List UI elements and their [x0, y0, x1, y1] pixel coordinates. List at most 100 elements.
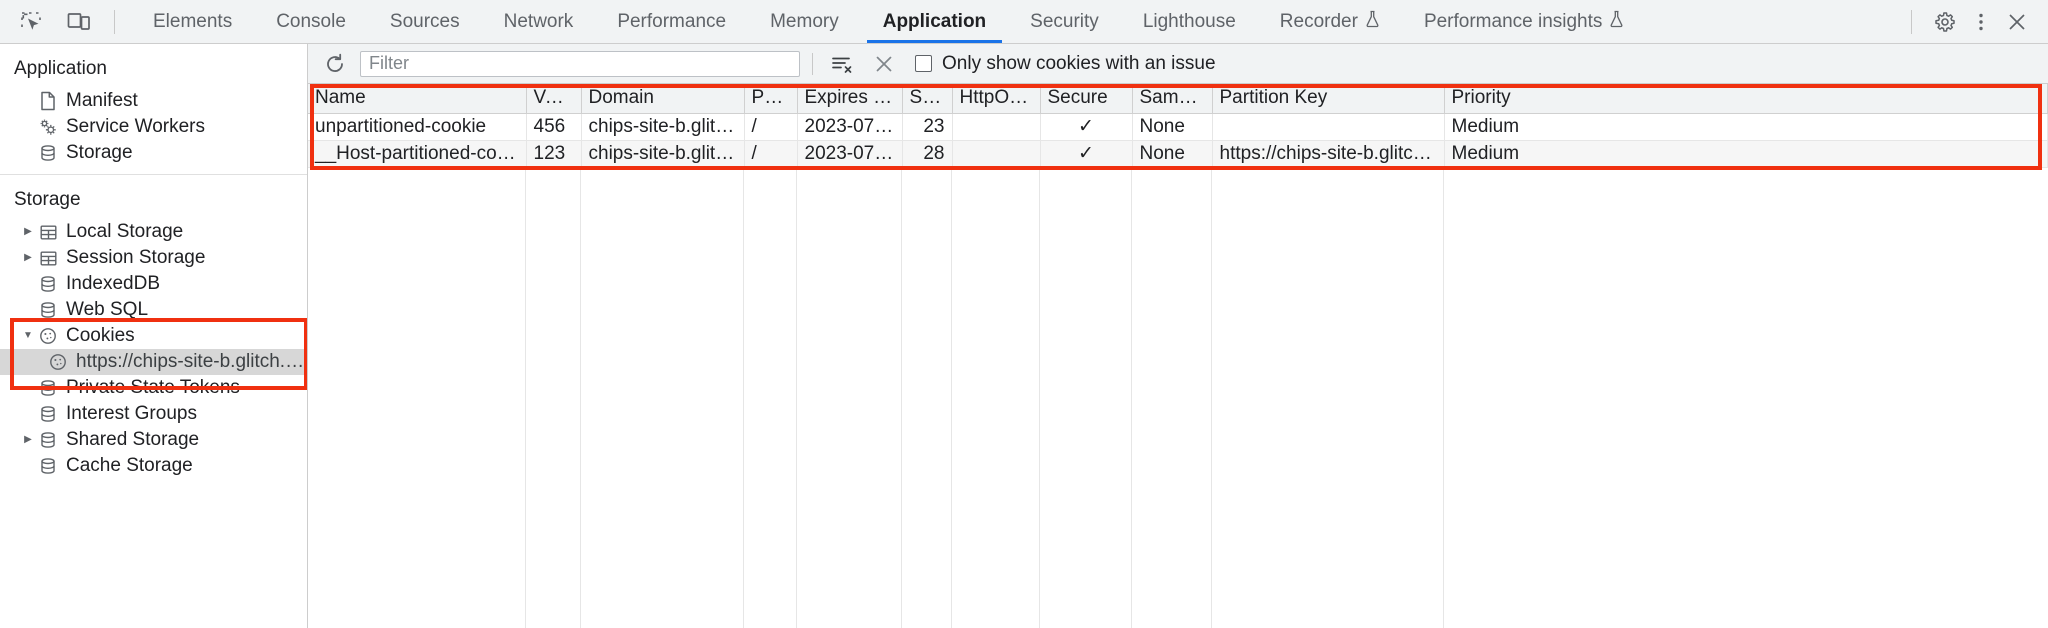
tab-label: Sources: [389, 10, 460, 32]
cell-priority: Medium: [1444, 140, 2048, 168]
cell-domain: chips-site-b.glitch.me: [581, 113, 745, 141]
database-icon: [36, 456, 60, 476]
tab-console[interactable]: Console: [254, 0, 368, 43]
application-sidebar: Application ▶ Manifest ▶: [0, 44, 308, 628]
sidebar-item-label: Cookies: [66, 325, 135, 346]
devtools-body: Application ▶ Manifest ▶: [0, 44, 2048, 628]
sidebar-item-service-workers[interactable]: ▶ Service Workers: [0, 114, 307, 140]
tab-network[interactable]: Network: [482, 0, 596, 43]
sidebar-item-session-storage[interactable]: ▶ Session Storage: [0, 245, 307, 271]
sidebar-item-label: Manifest: [66, 90, 138, 111]
column-header-value[interactable]: Value: [526, 84, 582, 114]
only-issues-checkbox[interactable]: [915, 55, 932, 72]
tab-elements[interactable]: Elements: [131, 0, 254, 43]
tabbar-left-icons: [0, 0, 131, 43]
tab-recorder[interactable]: Recorder: [1258, 0, 1402, 43]
cell-secure: ✓: [1040, 113, 1133, 141]
column-header-size[interactable]: Size: [902, 84, 953, 114]
device-toolbar-icon[interactable]: [62, 5, 96, 39]
sidebar-item-storage[interactable]: ▶ Storage: [0, 140, 307, 166]
main-tab-strip: Elements Console Sources Network Perform…: [131, 0, 1646, 43]
sidebar-item-label: Storage: [66, 142, 133, 163]
sidebar-item-cookie-origin[interactable]: https://chips-site-b.glitch.me: [0, 349, 307, 375]
sidebar-item-private-state-tokens[interactable]: ▶ Private State Tokens: [0, 375, 307, 401]
sidebar-item-interest-groups[interactable]: ▶ Interest Groups: [0, 401, 307, 427]
tab-application[interactable]: Application: [861, 0, 1008, 43]
cell-name: unpartitioned-cookie: [308, 113, 527, 141]
column-header-expires[interactable]: Expires / M…: [797, 84, 903, 114]
grid-column-divider: [1040, 169, 1132, 628]
tab-security[interactable]: Security: [1008, 0, 1121, 43]
cell-priority: Medium: [1444, 113, 2048, 141]
column-header-priority[interactable]: Priority: [1444, 84, 2048, 114]
tab-memory[interactable]: Memory: [748, 0, 861, 43]
manifest-document-icon: [36, 91, 60, 111]
column-header-secure[interactable]: Secure: [1040, 84, 1133, 114]
column-header-domain[interactable]: Domain: [581, 84, 745, 114]
tabbar-divider: [114, 9, 115, 34]
refresh-icon[interactable]: [318, 47, 352, 81]
grid-column-divider: [797, 169, 902, 628]
cookie-icon: [36, 326, 60, 346]
column-header-httponly[interactable]: HttpOnly: [952, 84, 1041, 114]
tab-performance[interactable]: Performance: [595, 0, 748, 43]
tabbar-divider-right: [1911, 9, 1912, 34]
sidebar-item-manifest[interactable]: ▶ Manifest: [0, 88, 307, 114]
table-row[interactable]: __Host-partitioned-cookie 123 chips-site…: [308, 140, 2048, 168]
chevron-right-icon[interactable]: ▶: [24, 252, 32, 263]
cell-partition-key: [1212, 113, 1445, 141]
grid-column-divider: [526, 169, 581, 628]
database-icon: [36, 430, 60, 450]
filter-input[interactable]: Filter: [360, 50, 800, 77]
cell-expires: 2023-07-07…: [797, 140, 903, 168]
inspect-element-icon[interactable]: [14, 5, 48, 39]
sidebar-section-title: Storage: [14, 189, 81, 210]
cell-path: /: [744, 113, 798, 141]
tabbar-right-icons: [1901, 0, 2048, 43]
tab-label: Lighthouse: [1142, 10, 1236, 32]
sidebar-item-label: IndexedDB: [66, 273, 161, 294]
only-issues-checkbox-wrapper[interactable]: Only show cookies with an issue: [915, 53, 1216, 75]
grid-column-divider: [952, 169, 1040, 628]
grid-header-row: Name Value Domain Path Expires / M… Size…: [308, 84, 2048, 114]
close-icon[interactable]: [2000, 5, 2034, 39]
sidebar-item-shared-storage[interactable]: ▶ Shared Storage: [0, 427, 307, 453]
chevron-right-icon[interactable]: ▶: [24, 226, 32, 237]
tab-label: Memory: [770, 10, 839, 32]
cookie-data-grid[interactable]: Name Value Domain Path Expires / M… Size…: [308, 84, 2048, 168]
sidebar-item-label: Cache Storage: [66, 455, 193, 476]
table-row[interactable]: unpartitioned-cookie 456 chips-site-b.gl…: [308, 113, 2048, 141]
kebab-menu-icon[interactable]: [1964, 5, 1998, 39]
chevron-down-icon[interactable]: ▼: [23, 330, 33, 341]
cell-secure: ✓: [1040, 140, 1133, 168]
cell-path: /: [744, 140, 798, 168]
chevron-right-icon[interactable]: ▶: [24, 434, 32, 445]
sidebar-item-label: Service Workers: [66, 116, 206, 137]
database-icon: [36, 274, 60, 294]
tab-performance-insights[interactable]: Performance insights: [1402, 0, 1646, 43]
sidebar-item-cookies[interactable]: ▼ Cookies: [0, 323, 307, 349]
database-icon: [36, 404, 60, 424]
table-grid-icon: [36, 223, 60, 242]
tab-sources[interactable]: Sources: [368, 0, 482, 43]
tab-label: Performance insights: [1423, 10, 1603, 32]
gear-icon[interactable]: [1928, 5, 1962, 39]
cell-size: 23: [902, 113, 953, 141]
sidebar-item-web-sql[interactable]: ▶ Web SQL: [0, 297, 307, 323]
only-issues-label: Only show cookies with an issue: [942, 52, 1216, 74]
tab-lighthouse[interactable]: Lighthouse: [1121, 0, 1258, 43]
cell-name: __Host-partitioned-cookie: [308, 140, 527, 168]
sidebar-item-cache-storage[interactable]: ▶ Cache Storage: [0, 453, 307, 479]
sidebar-item-local-storage[interactable]: ▶ Local Storage: [0, 219, 307, 245]
cell-value: 456: [526, 113, 582, 141]
clear-filter-icon[interactable]: [825, 47, 859, 81]
column-header-partition-key[interactable]: Partition Key: [1212, 84, 1445, 114]
column-header-samesite[interactable]: SameSite: [1132, 84, 1213, 114]
sidebar-item-indexeddb[interactable]: ▶ IndexedDB: [0, 271, 307, 297]
cookies-toolbar: Filter Only show cookies with an issu: [308, 44, 2048, 84]
clear-all-cookies-icon[interactable]: [867, 47, 901, 81]
grid-column-divider: [902, 169, 952, 628]
column-header-name[interactable]: Name: [308, 84, 527, 114]
column-header-path[interactable]: Path: [744, 84, 798, 114]
sidebar-item-label: Local Storage: [66, 221, 184, 242]
